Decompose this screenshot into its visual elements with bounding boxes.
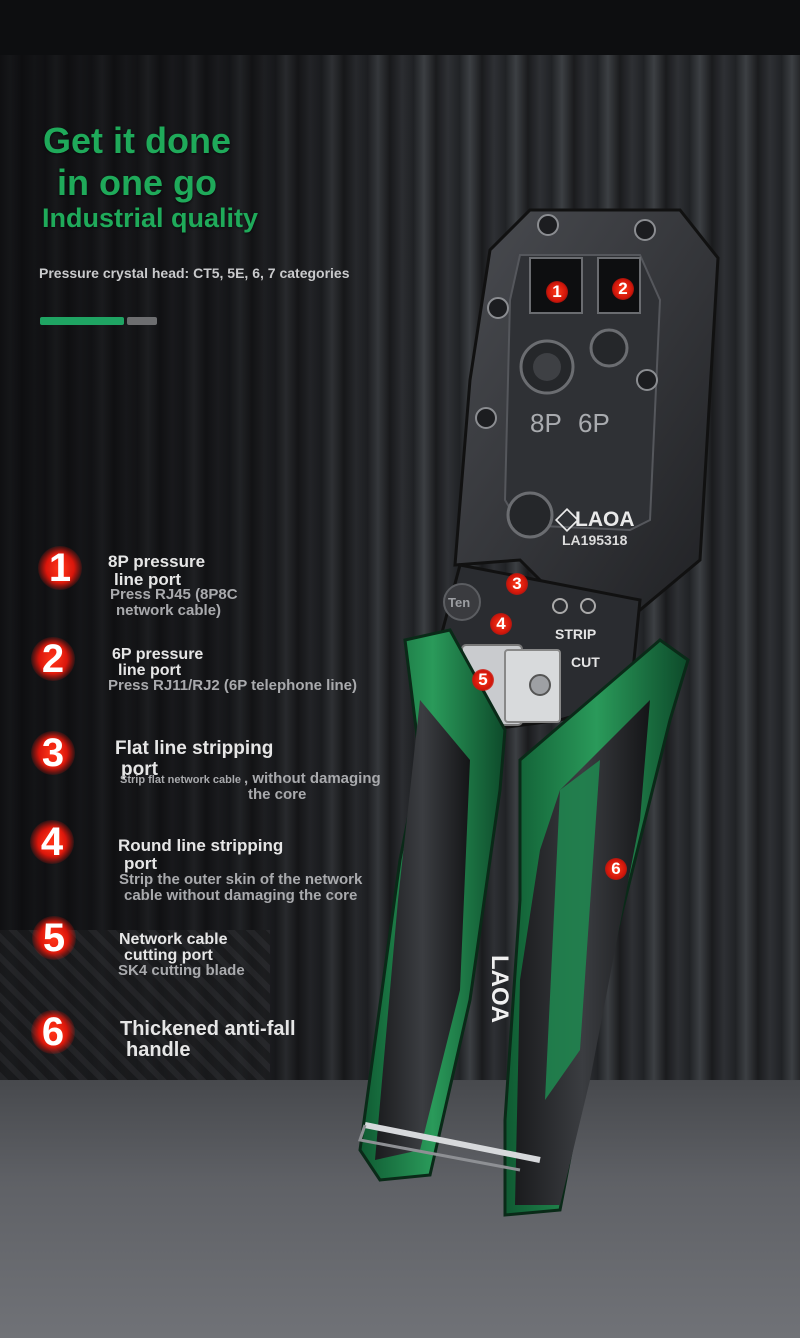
feature-title-2a: 6P pressure [112, 646, 204, 663]
feature-desc-5a: SK4 cutting blade [118, 962, 245, 979]
feature-desc-1b: network cable) [116, 602, 222, 619]
headline-line-2: in one go [57, 162, 217, 203]
feature-desc-3c: the core [248, 786, 307, 803]
lock-ring [364, 1122, 541, 1163]
feature-title-3a: Flat line stripping [115, 738, 274, 759]
feature-number-5: 5 [32, 916, 76, 960]
feature-number-4: 4 [30, 820, 74, 864]
progress-indicator-inactive [127, 317, 157, 325]
feature-desc-3a: Strip flat network cable [120, 774, 242, 786]
tool-faceplate [503, 254, 662, 532]
feature-desc-4b: cable without damaging the core [124, 887, 358, 904]
side-badge: Ten [448, 595, 471, 610]
feature-desc-3b: , without damaging [244, 770, 381, 787]
headline-line-3: Industrial quality [42, 203, 259, 233]
top-band [0, 0, 800, 55]
cut-label: CUT [571, 654, 600, 670]
marker-5: 5 [472, 669, 494, 691]
feature-title-1a: 8P pressure [108, 552, 206, 571]
feature-title-5a: Network cable [119, 931, 228, 948]
brand-logo-text: LAOA [575, 508, 635, 531]
model-number: LA195318 [562, 532, 628, 548]
feature-number-1: 1 [38, 546, 82, 590]
port-8p-label: 8P [530, 408, 562, 438]
feature-title-1b: line port [114, 570, 182, 589]
feature-title-5b: cutting port [124, 947, 213, 964]
feature-title-6a: Thickened anti-fall [120, 1018, 296, 1040]
feature-number-6: 6 [31, 1010, 75, 1054]
marker-2: 2 [612, 278, 634, 300]
feature-title-6b: handle [126, 1039, 191, 1061]
marker-1: 1 [546, 281, 568, 303]
feature-desc-4a: Strip the outer skin of the network [119, 871, 363, 888]
marker-6: 6 [605, 858, 627, 880]
feature-number-3: 3 [31, 731, 75, 775]
feature-desc-2a: Press RJ11/RJ2 (6P telephone line) [108, 677, 358, 694]
feature-title-2b: line port [118, 662, 182, 679]
marker-4: 4 [490, 613, 512, 635]
feature-desc-1a: Press RJ45 (8P8C [110, 586, 238, 603]
progress-indicator-active [40, 317, 124, 325]
subtitle: Pressure crystal head: CT5, 5E, 6, 7 cat… [39, 265, 350, 281]
feature-title-4b: port [124, 854, 158, 873]
feature-number-2: 2 [31, 637, 75, 681]
port-6p-label: 6P [578, 408, 610, 438]
left-handle-grip [375, 700, 470, 1160]
feature-title-4a: Round line stripping [118, 836, 284, 855]
marker-3: 3 [506, 573, 528, 595]
feature-title-3b: port [121, 759, 158, 780]
strip-label: STRIP [555, 626, 597, 642]
handle-brand: LAOA [486, 955, 513, 1023]
headline-line-1: Get it done [43, 120, 231, 161]
